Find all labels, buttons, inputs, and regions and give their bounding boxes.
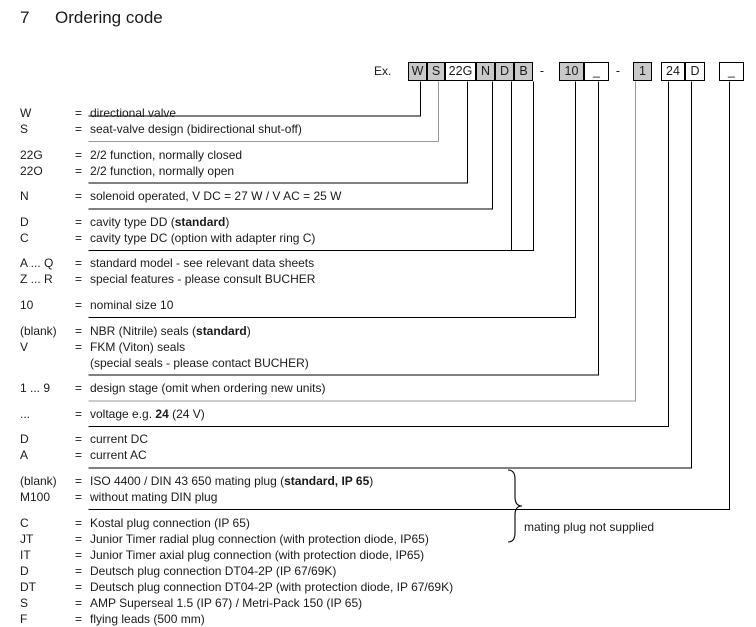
legend-value: Junior Timer radial plug connection (wit… (90, 531, 429, 546)
code-box-4: D (495, 62, 514, 81)
legend-key: ... (20, 406, 31, 421)
legend-value: standard model - see relevant data sheet… (90, 256, 315, 271)
legend-key: N (20, 189, 29, 204)
legend-equals: = (75, 515, 83, 530)
code-box-2: 22G (445, 62, 476, 81)
legend-value: 2/2 function, normally open (90, 163, 235, 178)
legend-key: 1 ... 9 (20, 381, 51, 396)
code-box-12: D (685, 62, 705, 81)
code-box-11: 24 (661, 62, 685, 81)
legend-key: C (20, 515, 29, 530)
page-title: Ordering code (55, 8, 163, 27)
legend-equals: = (75, 256, 83, 271)
legend-equals: = (75, 323, 83, 338)
leader-lines (88, 81, 730, 543)
code-box-5: B (514, 62, 533, 81)
code-box-0: W (408, 62, 427, 81)
legend-equals: = (75, 106, 83, 120)
legend-key: A ... Q (20, 256, 54, 271)
legend-key: Z ... R (20, 272, 53, 287)
legend-key: F (20, 611, 28, 626)
legend-equals: = (75, 563, 83, 578)
code-box-3: N (476, 62, 495, 81)
legend-value: current DC (90, 432, 149, 447)
legend-value: FKM (Viton) seals (90, 339, 186, 354)
legend-value: current AC (90, 448, 147, 463)
legend-value: solenoid operated, V DC = 27 W / V AC = … (90, 189, 342, 204)
brace-icon (507, 469, 523, 543)
legend-equals: = (75, 611, 83, 626)
legend-key: D (20, 432, 29, 447)
code-box-8: _ (584, 62, 609, 81)
legend-key: S (20, 122, 29, 136)
code-box-7: 10 (559, 62, 584, 81)
legend-equals: = (75, 547, 83, 562)
legend-equals: = (75, 381, 83, 396)
legend-value: 2/2 function, normally closed (90, 147, 243, 162)
legend-key: W (20, 106, 32, 120)
legend-value: voltage e.g. 24 (24 V) (90, 406, 205, 421)
legend-value: AMP Superseal 1.5 (IP 67) / Metri-Pack 1… (90, 595, 363, 610)
legend-equals: = (75, 163, 83, 178)
legend-equals: = (75, 595, 83, 610)
legend-value: seat-valve design (bidirectional shut-of… (90, 122, 302, 136)
legend-equals: = (75, 432, 83, 447)
legend-equals: = (75, 406, 83, 421)
legend-value: Junior Timer axial plug connection (with… (90, 547, 425, 562)
legend-value: without mating DIN plug (90, 490, 218, 504)
legend-equals: = (75, 230, 83, 245)
code-box-9: - (615, 64, 621, 78)
legend-key: A (20, 448, 29, 463)
code-box-13: _ (719, 62, 744, 81)
legend-value: special features - please consult BUCHER (90, 272, 316, 287)
legend-value: Kostal plug connection (IP 65) (90, 515, 250, 530)
legend-key: S (20, 595, 29, 610)
legend-equals: = (75, 448, 83, 463)
legend-value: Deutsch plug connection DT04-2P (IP 67/6… (90, 563, 337, 578)
legend-key: D (20, 563, 29, 578)
legend-value: (special seals - please contact BUCHER) (90, 355, 309, 370)
legend-equals: = (75, 531, 83, 546)
code-box-10: 1 (633, 62, 652, 81)
legend-key: M100 (20, 490, 51, 504)
legend-equals: = (75, 272, 83, 287)
legend-equals: = (75, 474, 83, 488)
section-number: 7 (20, 8, 30, 27)
legend-value: nominal size 10 (90, 298, 174, 312)
legend-key: D (20, 214, 29, 229)
legend-key: V (20, 339, 29, 354)
code-box-1: S (427, 62, 445, 81)
legend-value: cavity type DC (option with adapter ring… (90, 230, 316, 245)
legend-key: IT (20, 547, 31, 562)
example-label: Ex. (374, 64, 392, 78)
legend-value: Deutsch plug connection DT04-2P (with pr… (90, 579, 454, 594)
legend-value: design stage (omit when ordering new uni… (90, 381, 326, 396)
brace-note: mating plug not supplied (524, 520, 655, 534)
legend-value: cavity type DD (standard) (90, 214, 230, 229)
legend-equals: = (75, 490, 83, 504)
legend-value: flying leads (500 mm) (90, 611, 205, 626)
legend-value: NBR (Nitrile) seals (standard) (90, 323, 251, 338)
legend-equals: = (75, 298, 83, 312)
legend-equals: = (75, 579, 83, 594)
legend-key: (blank) (20, 323, 57, 338)
legend-key: DT (20, 579, 36, 594)
legend-key: 22G (20, 147, 43, 162)
legend-equals: = (75, 122, 83, 136)
legend-equals: = (75, 189, 83, 204)
legend-key: (blank) (20, 474, 57, 488)
legend-equals: = (75, 339, 83, 354)
legend-equals: = (75, 147, 83, 162)
legend-key: JT (20, 531, 34, 546)
legend-value: directional valve (90, 106, 177, 120)
legend-key: 10 (20, 298, 34, 312)
legend-key: 22O (20, 163, 43, 178)
legend-equals: = (75, 214, 83, 229)
code-box-6: - (539, 64, 545, 78)
legend-key: C (20, 230, 29, 245)
legend-value: ISO 4400 / DIN 43 650 mating plug (stand… (90, 474, 374, 488)
